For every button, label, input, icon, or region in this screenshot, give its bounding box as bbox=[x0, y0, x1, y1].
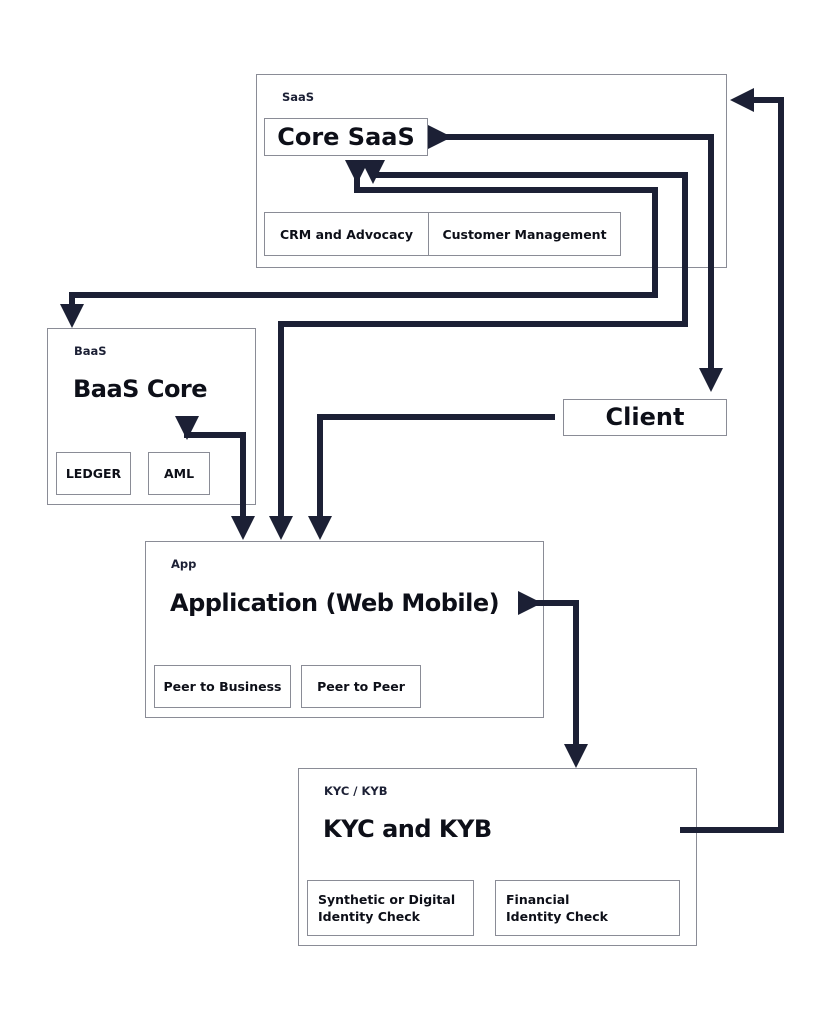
kyc-kyb-title: KYC and KYB bbox=[323, 815, 492, 843]
synthetic-identity-module: Synthetic or Digital Identity Check bbox=[307, 880, 474, 936]
core-saas-baas-arrow bbox=[60, 160, 658, 328]
baas-core-title: BaaS Core bbox=[73, 375, 208, 403]
financial-identity-module: Financial Identity Check bbox=[495, 880, 680, 936]
peer-to-peer-module: Peer to Peer bbox=[301, 665, 421, 708]
core-saas-client-arrow bbox=[428, 125, 723, 392]
application-title: Application (Web Mobile) bbox=[170, 589, 500, 617]
client-box: Client bbox=[563, 399, 727, 436]
app-kyc-arrow bbox=[518, 591, 588, 768]
kyc-label: KYC / KYB bbox=[324, 784, 388, 798]
ledger-module: LEDGER bbox=[56, 452, 131, 495]
saas-label: SaaS bbox=[282, 90, 315, 104]
client-to-app-arrow bbox=[308, 414, 555, 540]
kyc-to-saas-arrow bbox=[680, 88, 784, 833]
baas-app-arrow bbox=[175, 416, 255, 540]
peer-to-business-module: Peer to Business bbox=[154, 665, 291, 708]
baas-label: BaaS bbox=[74, 344, 107, 358]
app-label: App bbox=[171, 557, 197, 571]
app-group bbox=[145, 541, 544, 718]
core-saas-app-arrow bbox=[269, 160, 688, 540]
core-saas-box: Core SaaS bbox=[264, 118, 428, 156]
kyc-group bbox=[298, 768, 697, 946]
